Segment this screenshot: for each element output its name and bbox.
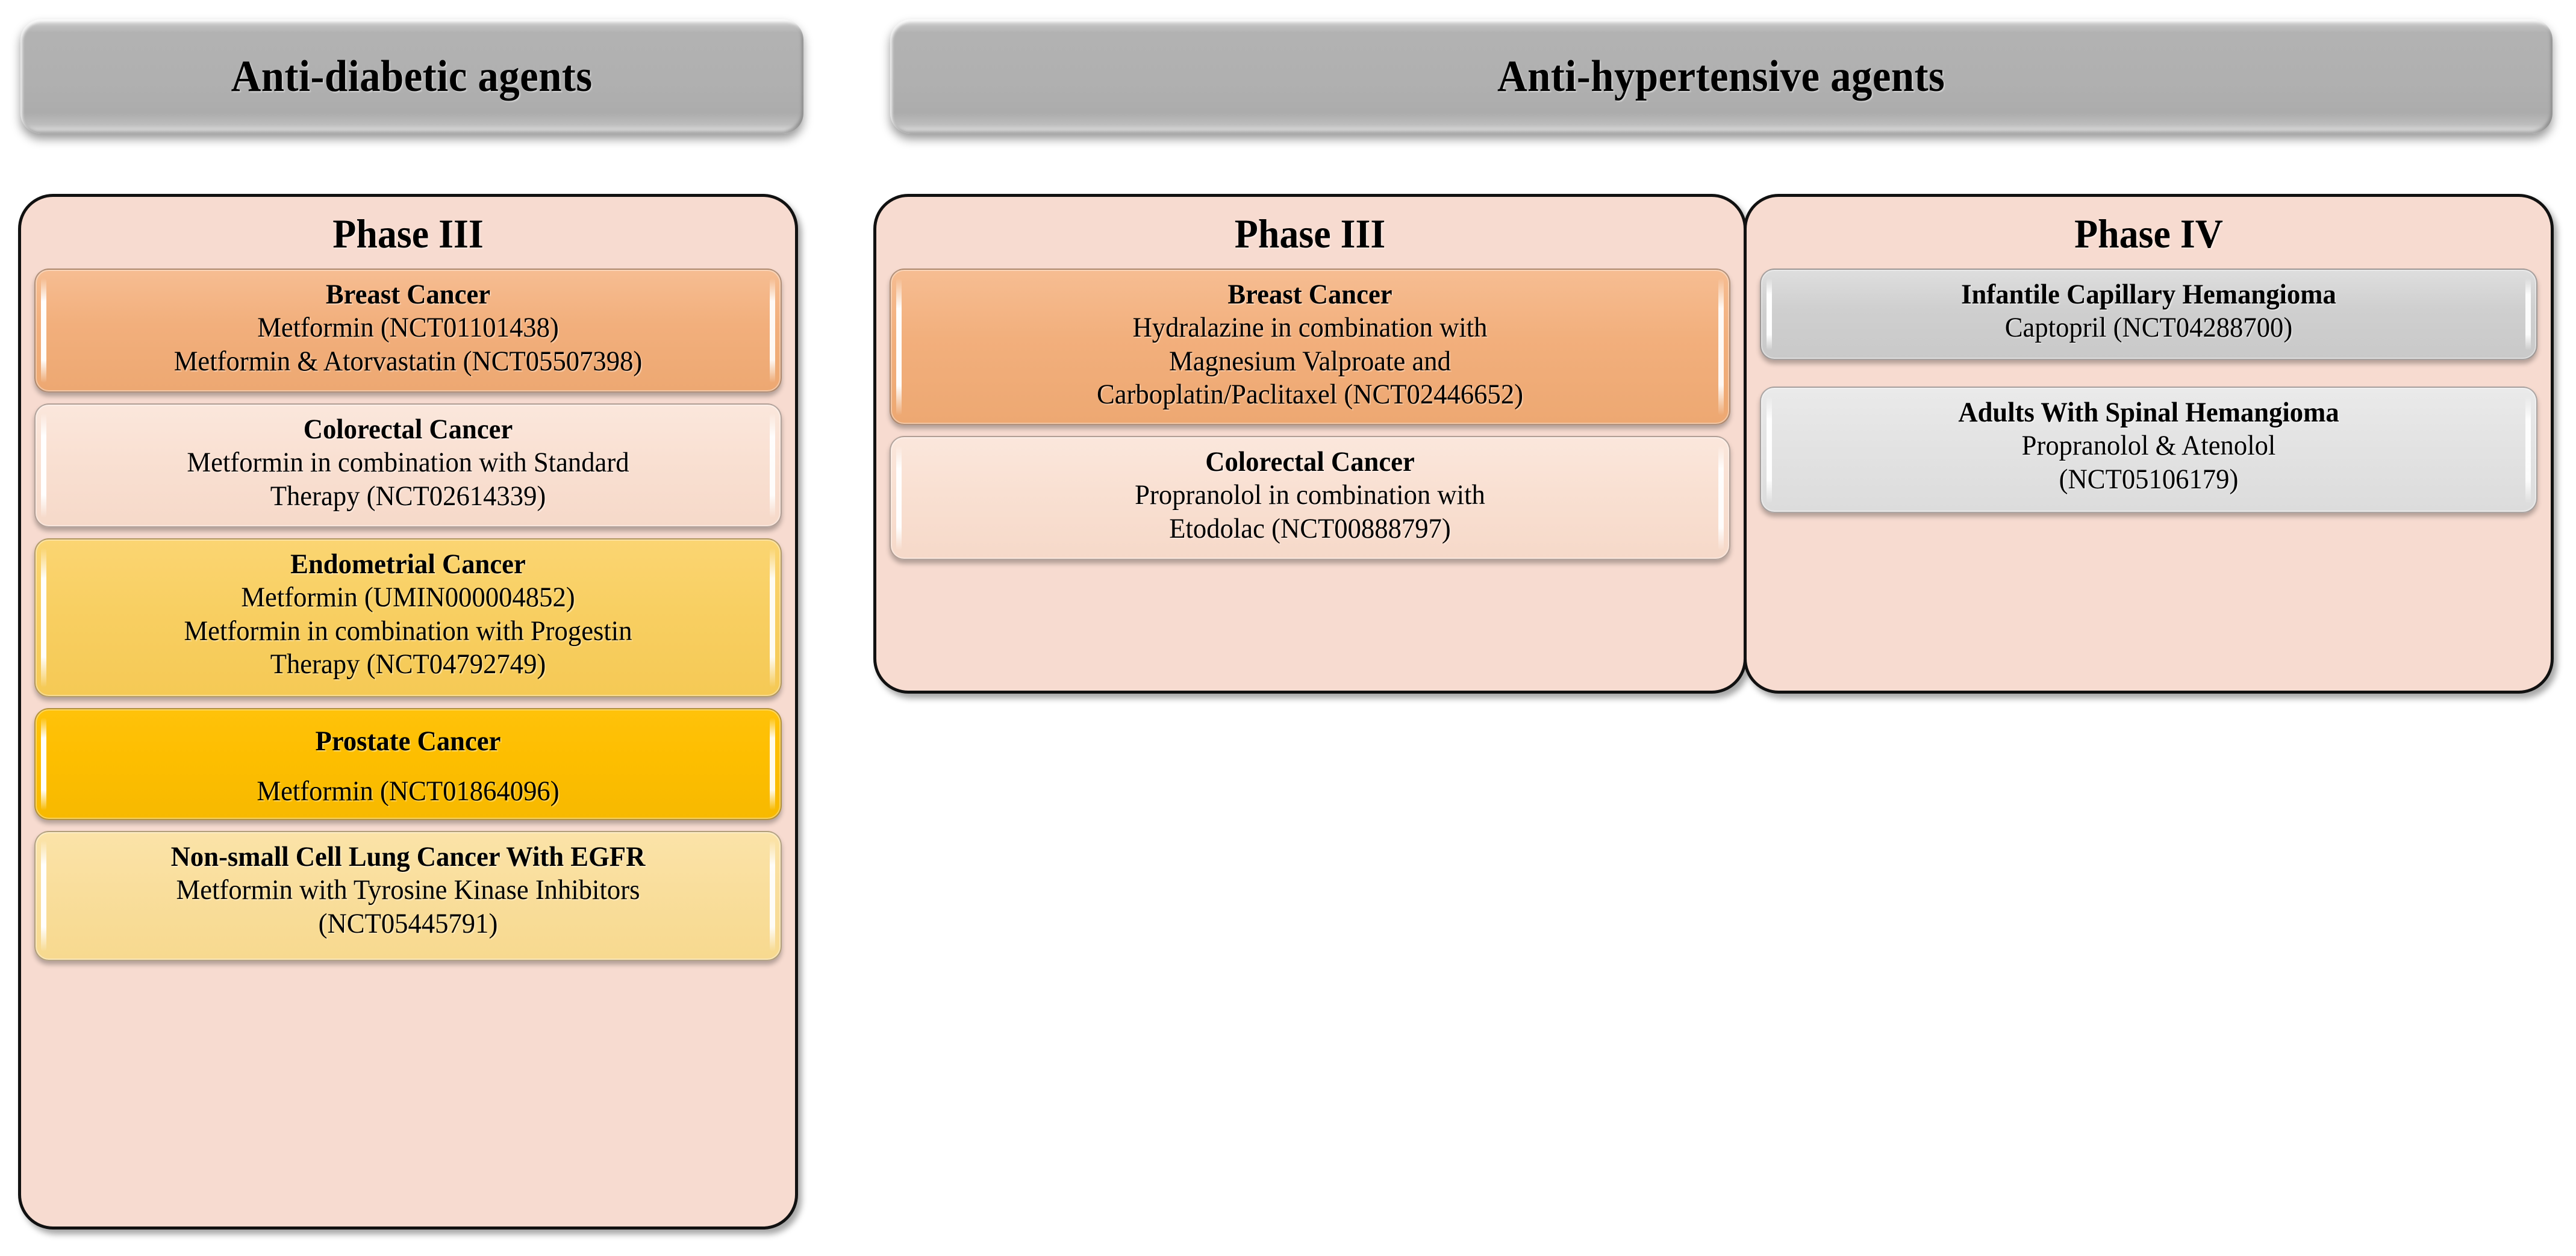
phase-title-ah-phase3: Phase III bbox=[1234, 211, 1386, 256]
panel-anti-hypertensive-phase-4: Phase IV Infantile Capillary Hemangioma … bbox=[1744, 194, 2554, 694]
trial-card-line: Metformin in combination with Progestin bbox=[184, 615, 632, 647]
trial-card-line: Hydralazine in combination with bbox=[1132, 312, 1488, 344]
trial-card[interactable]: Infantile Capillary Hemangioma Captopril… bbox=[1760, 269, 2537, 360]
trial-card-title: Breast Cancer bbox=[1227, 279, 1392, 310]
trial-card-title: Adults With Spinal Hemangioma bbox=[1958, 397, 2339, 428]
trial-card-line: Metformin (NCT01101438) bbox=[257, 312, 559, 344]
trial-card-line: (NCT05445791) bbox=[318, 907, 498, 939]
header-anti-hypertensive-agents-label: Anti-hypertensive agents bbox=[1497, 51, 1945, 101]
trial-card-title: Infantile Capillary Hemangioma bbox=[1961, 279, 2336, 310]
header-anti-diabetic-agents-label: Anti-diabetic agents bbox=[231, 51, 593, 101]
panel-anti-diabetic-phase-3: Phase III Breast Cancer Metformin (NCT01… bbox=[18, 194, 798, 1230]
header-anti-hypertensive-agents: Anti-hypertensive agents bbox=[890, 19, 2553, 134]
trial-card-line: Propranolol in combination with bbox=[1135, 479, 1485, 511]
trial-card[interactable]: Breast Cancer Hydralazine in combination… bbox=[890, 269, 1730, 425]
trial-card-line: Etodolac (NCT00888797) bbox=[1169, 512, 1451, 544]
trial-card-title: Prostate Cancer bbox=[315, 726, 501, 757]
trial-card[interactable]: Prostate Cancer Metformin (NCT01864096) bbox=[34, 708, 782, 820]
trial-card-line: Magnesium Valproate and bbox=[1169, 345, 1451, 377]
trial-card-line: Captopril (NCT04288700) bbox=[2004, 312, 2293, 344]
trial-card-line: Metformin in combination with Standard bbox=[187, 447, 629, 479]
trial-card-title: Endometrial Cancer bbox=[290, 549, 526, 580]
trial-card-line: Carboplatin/Paclitaxel (NCT02446652) bbox=[1096, 379, 1524, 411]
trial-card-line: Metformin (NCT01864096) bbox=[257, 776, 560, 807]
panel-anti-hypertensive-phase-3: Phase III Breast Cancer Hydralazine in c… bbox=[873, 194, 1747, 694]
trial-card[interactable]: Colorectal Cancer Metformin in combinati… bbox=[34, 403, 782, 527]
trial-card[interactable]: Non-small Cell Lung Cancer With EGFR Met… bbox=[34, 831, 782, 961]
trial-card-title: Colorectal Cancer bbox=[303, 414, 513, 445]
trial-card-title: Non-small Cell Lung Cancer With EGFR bbox=[170, 841, 646, 872]
trial-card-title: Colorectal Cancer bbox=[1205, 446, 1415, 477]
phase-title-ad-phase3: Phase III bbox=[332, 211, 484, 256]
trial-card[interactable]: Breast Cancer Metformin (NCT01101438) Me… bbox=[34, 269, 782, 393]
trial-card[interactable]: Adults With Spinal Hemangioma Propranolo… bbox=[1760, 387, 2537, 513]
trial-card-title: Breast Cancer bbox=[325, 279, 491, 310]
trial-card-line: Metformin (UMIN000004852) bbox=[241, 582, 575, 614]
trial-card-line: (NCT05106179) bbox=[2059, 463, 2239, 495]
header-anti-diabetic-agents: Anti-diabetic agents bbox=[20, 19, 803, 134]
phase-title-ah-phase4: Phase IV bbox=[2074, 211, 2223, 256]
trial-card-line: Therapy (NCT02614339) bbox=[270, 480, 546, 512]
trial-card-line: Therapy (NCT04792749) bbox=[270, 648, 546, 680]
trial-card-line: Metformin & Atorvastatin (NCT05507398) bbox=[173, 345, 643, 377]
trial-card[interactable]: Endometrial Cancer Metformin (UMIN000004… bbox=[34, 538, 782, 697]
trial-card-line: Metformin with Tyrosine Kinase Inhibitor… bbox=[176, 874, 640, 906]
trial-card-line: Propranolol & Atenolol bbox=[2021, 430, 2276, 462]
trial-card[interactable]: Colorectal Cancer Propranolol in combina… bbox=[890, 436, 1730, 560]
